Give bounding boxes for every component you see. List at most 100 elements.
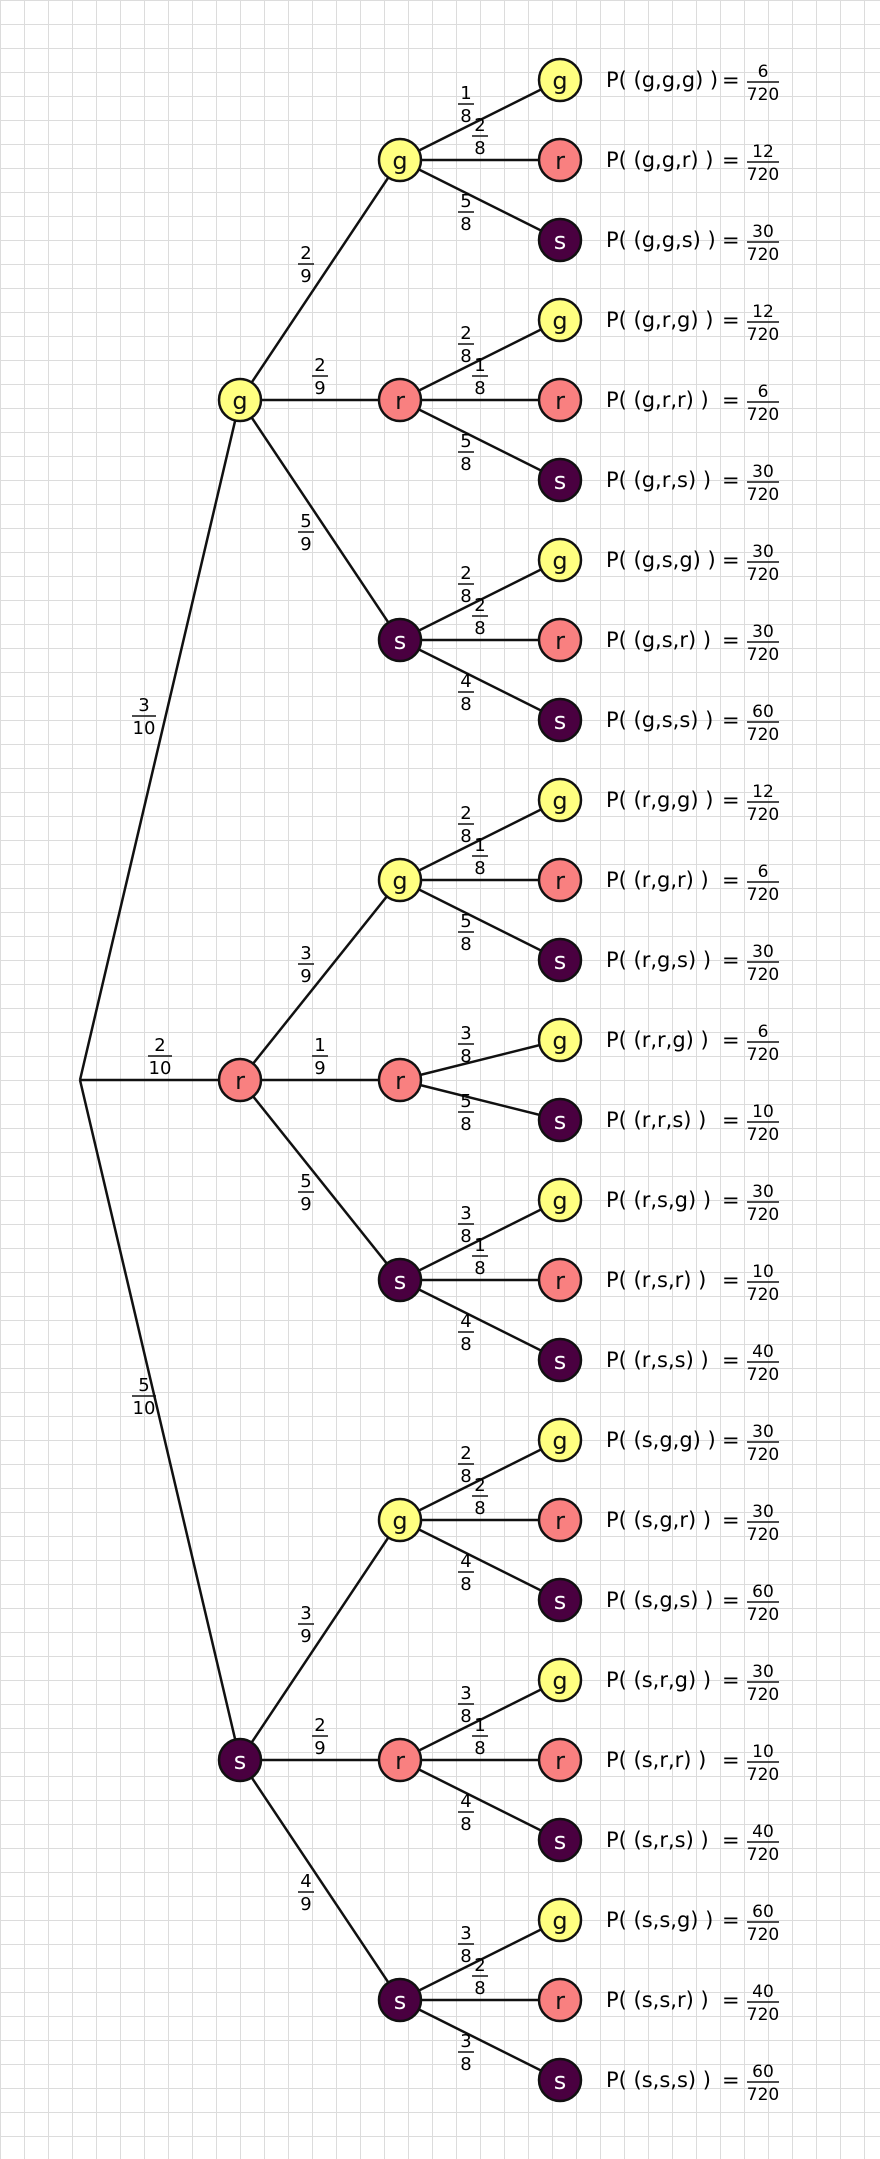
tree-node-label-s3-s3: s [394,1987,407,2015]
outcome-label-s3-g1-g1: P( (s,g,g) ) [606,1428,716,1452]
tree-node-r2-g1-g1 [537,777,583,823]
edge-probability-g1-r2-s3: 58 [458,431,474,475]
edge-probability-r2-s3-denominator: 9 [300,1194,311,1215]
edge-probability-s3-g1-r2-denominator: 8 [474,1498,485,1519]
edge-probability-s3-s3-r2-denominator: 8 [474,1978,485,1999]
outcome-probability-g1-r2-r2-numerator: 6 [758,382,769,402]
outcome-label-g1-g1-s3: P( (g,g,s) ) [606,228,716,252]
tree-node-label-r2-g1-s3: s [554,947,567,975]
edge-probability-s3-r2-r2: 18 [472,1715,488,1759]
outcome-probability-r2-r2-s2-denominator: 720 [747,1125,779,1145]
tree-node-label-g1-r2: r [395,387,405,415]
outcome-equals-s3-r2-r2: = [722,1748,740,1772]
edge-probability-g1-r2-denominator: 9 [314,378,325,399]
outcome-equals-s3-s3-s3: = [722,2068,740,2092]
outcome-label-r2-s3-g1: P( (r,s,g) ) [606,1188,711,1212]
outcome-probability-g1-s3-r2-numerator: 30 [752,622,774,642]
edge-probability-r2-r2: 19 [312,1035,328,1079]
edge-probability-g1-s3-s3-denominator: 8 [460,694,471,715]
edge-probability-s3-g1-numerator: 3 [300,1603,311,1624]
outcome-equals-r2-s3-s3: = [722,1348,740,1372]
outcome-equals-r2-r2-g1: = [722,1028,740,1052]
edge-probability-r2-r2-g1: 38 [458,1023,474,1067]
tree-node-r2-s3-g1 [537,1177,583,1223]
edge-probability-r2-r2-g1-denominator: 8 [460,1046,471,1067]
outcome-probability-g1-s3-r2-denominator: 720 [747,645,779,665]
outcome-probability-g1-r2-r2-denominator: 720 [747,405,779,425]
tree-node-label-r2: r [235,1067,245,1095]
tree-node-label-s3-g1: g [392,1507,407,1535]
tree-node-label-r2-s3-r2: r [555,1267,565,1295]
edge-probability-s3-numerator: 5 [138,1375,149,1396]
edge-probability-s3-s3: 49 [298,1871,314,1915]
outcome-label-s3-s3-s3: P( (s,s,s) ) [606,2068,711,2092]
branch-edge-r2-g1 [239,879,401,1081]
edge-probability-r2-s3-g1: 38 [458,1203,474,1247]
tree-node-g1-r2-g1 [537,297,583,343]
tree-node-s3-s3-g1 [537,1897,583,1943]
outcome-probability-r2-s3-s3-numerator: 40 [752,1342,774,1362]
outcome-probability-r2-s3-g1-denominator: 720 [747,1205,779,1225]
edge-probability-s3-r2-s3-denominator: 8 [460,1814,471,1835]
outcome-probability-r2-s3-g1-numerator: 30 [752,1182,774,1202]
outcome-label-g1-g1-g1: P( (g,g,g) ) [606,68,718,92]
edge-probability-s3-r2: 29 [312,1715,328,1759]
edge-probability-s3-g1: 39 [298,1603,314,1647]
tree-node-s3-g1 [377,1497,423,1543]
outcome-equals-r2-s3-r2: = [722,1268,740,1292]
tree-node-label-g1-g1-r2: r [555,147,565,175]
tree-node-r2-s3-r2 [537,1257,583,1303]
edge-probability-r2-g1: 39 [298,943,314,987]
edge-probability-r2-g1-s3: 58 [458,911,474,955]
tree-node-s3-s3-r2 [537,1977,583,2023]
edge-probability-g1-g1-g1: 18 [458,83,474,127]
tree-node-g1-g1-g1 [537,57,583,103]
edge-probability-s3-s3-s3-numerator: 3 [460,2031,471,2052]
outcome-probability-s3-r2-g1-denominator: 720 [747,1685,779,1705]
outcome-label-s3-r2-g1: P( (s,r,g) ) [606,1668,711,1692]
outcome-label-g1-r2-s3: P( (g,r,s) ) [606,468,711,492]
edge-probability-g1-g1-g1-numerator: 1 [460,83,471,104]
edge-probability-s3-s3-s3: 38 [458,2031,474,2075]
edge-probability-r2-r2-numerator: 1 [314,1035,325,1056]
edge-probability-r2-r2-g1-numerator: 3 [460,1023,471,1044]
outcome-equals-s3-r2-s3: = [722,1828,740,1852]
edge-probability-r2-g1-denominator: 9 [300,966,311,987]
edge-probability-r2-r2-s2-numerator: 5 [460,1091,471,1112]
branch-edge-g1-s3-g1 [399,558,561,642]
outcome-equals-r2-g1-r2: = [722,868,740,892]
edge-probability-g1-r2-s3-numerator: 5 [460,431,471,452]
branch-edge-r2-s3 [239,1079,401,1281]
branch-edge-r2-g1-g1 [399,798,561,882]
branch-edge-r2-r2-s2 [399,1078,561,1122]
outcome-probability-g1-r2-g1-denominator: 720 [747,325,779,345]
tree-node-label-r2-s3-g1: g [552,1187,567,1215]
edge-probability-s3: 510 [132,1375,156,1419]
outcome-probability-g1-s3-s3-denominator: 720 [747,725,779,745]
edge-probability-g1-denominator: 10 [133,718,156,739]
tree-node-label-g1-s3-g1: g [552,547,567,575]
edge-probability-r2-g1-s3-numerator: 5 [460,911,471,932]
edge-probability-g1-g1-numerator: 2 [300,243,311,264]
outcome-probability-r2-r2-g1-numerator: 6 [758,1022,769,1042]
outcome-equals-g1-s3-r2: = [722,628,740,652]
edge-probability-g1-r2-g1-denominator: 8 [460,346,471,367]
tree-node-label-s3-r2: r [395,1747,405,1775]
edge-probability-r2-s3-s3-numerator: 4 [460,1311,471,1332]
outcome-probability-r2-g1-g1-denominator: 720 [747,805,779,825]
outcome-probability-s3-g1-s3-numerator: 60 [752,1582,774,1602]
edge-probability-g1-s3-r2-numerator: 2 [474,595,485,616]
edge-probability-r2-r2-denominator: 9 [314,1058,325,1079]
outcome-equals-g1-r2-g1: = [722,308,740,332]
edge-probability-s3-r2-numerator: 2 [314,1715,325,1736]
